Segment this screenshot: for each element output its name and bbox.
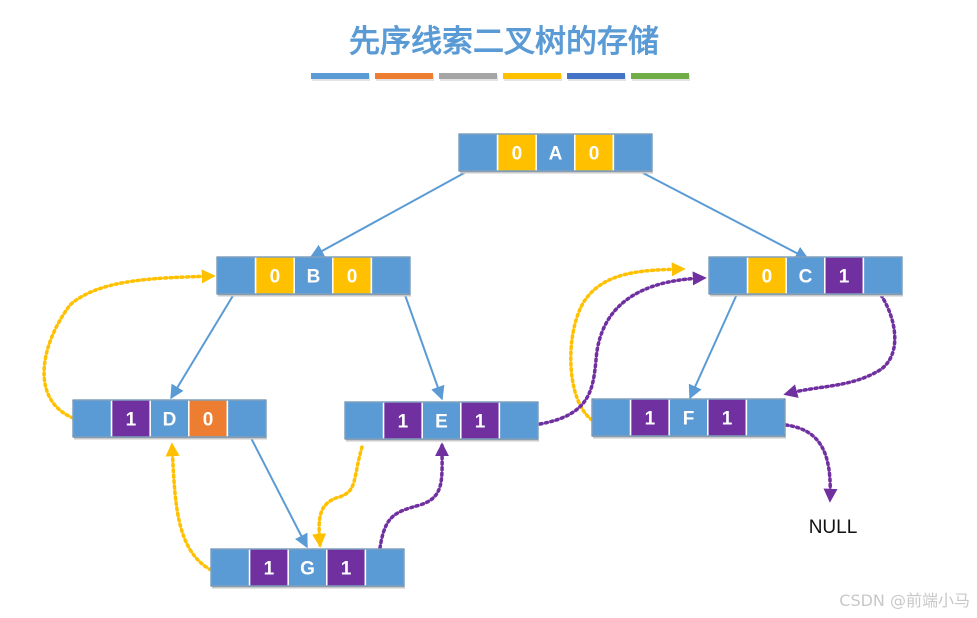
edge-d-g: [250, 437, 308, 549]
rtag-label: 0: [203, 410, 214, 431]
lchild-cell: [591, 398, 632, 437]
thread-arrows: [42, 262, 897, 572]
thread-d-b: [42, 269, 216, 420]
palette-swatch: [503, 73, 561, 79]
edge-c-f: [688, 293, 738, 400]
rchild-cell: [370, 256, 411, 295]
ltag-label: 1: [126, 410, 137, 431]
edge-b-d: [170, 293, 235, 400]
rchild-cell: [364, 548, 405, 587]
data-label: C: [799, 267, 813, 288]
node-outline: [72, 399, 267, 438]
lchild-cell: [458, 133, 499, 172]
node-outline: [210, 548, 405, 587]
rtag-cell: [326, 548, 367, 587]
rchild-cell: [862, 256, 903, 295]
ltag-label: 1: [645, 409, 656, 430]
palette-swatch: [631, 73, 689, 79]
tree-edges: [170, 171, 810, 549]
rtag-cell: [707, 398, 748, 437]
edge-a-c: [642, 172, 810, 260]
palette-swatch: [567, 73, 625, 79]
palette-swatch: [311, 73, 369, 79]
node-d: 1 D 0: [72, 399, 267, 440]
color-palette-bar: [311, 73, 690, 81]
thread-e-c: [538, 271, 707, 426]
node-outline: [591, 398, 786, 437]
thread-g-e: [378, 442, 450, 550]
ltag-label: 1: [264, 559, 275, 580]
thread-c-f: [783, 293, 897, 398]
data-label: D: [163, 410, 177, 431]
thread-g-d: [165, 442, 213, 572]
palette-swatch: [439, 73, 497, 79]
rtag-label: 0: [589, 144, 600, 165]
ltag-label: 0: [512, 144, 523, 165]
data-label: E: [435, 412, 448, 433]
thread-f-null: [784, 423, 838, 503]
data-label: F: [683, 409, 695, 430]
lchild-cell: [344, 401, 385, 440]
node-outline: [216, 256, 411, 295]
lchild-cell: [708, 256, 749, 295]
lchild-cell: [216, 256, 257, 295]
data-cell: [785, 256, 826, 295]
rtag-label: 1: [839, 267, 850, 288]
rtag-label: 1: [475, 412, 486, 433]
thread-f-c: [569, 262, 686, 422]
data-label: A: [549, 144, 563, 165]
lchild-cell: [210, 548, 251, 587]
rtag-label: 0: [347, 267, 358, 288]
node-outline: [344, 401, 539, 440]
node-f: 1 F 1: [591, 398, 786, 439]
rchild-cell: [612, 133, 653, 172]
node-c: 0 C 1: [708, 256, 903, 297]
data-label: G: [300, 559, 315, 580]
node-e: 1 E 1: [344, 401, 539, 442]
node-outline: [708, 256, 903, 295]
ltag-label: 0: [762, 267, 773, 288]
ltag-label: 1: [398, 412, 409, 433]
rtag-label: 1: [341, 559, 352, 580]
rchild-cell: [498, 401, 539, 440]
ltag-cell: [248, 548, 289, 587]
rtag-cell: [824, 256, 865, 295]
thread-e-g: [312, 445, 364, 548]
node-b: 0 B 0: [216, 256, 411, 297]
rtag-label: 1: [722, 409, 733, 430]
edge-b-e: [404, 294, 445, 401]
diagram-title: 先序线索二叉树的存储: [349, 24, 659, 60]
watermark: CSDN @前端小马: [839, 591, 970, 610]
node-g: 1 G 1: [210, 548, 405, 589]
palette-swatch: [375, 73, 433, 79]
ltag-label: 0: [270, 267, 281, 288]
node-a: 0 A 0: [458, 133, 653, 174]
edge-a-b: [309, 171, 467, 258]
node-outline: [458, 133, 653, 172]
rchild-cell: [745, 398, 786, 437]
data-label: B: [307, 267, 321, 288]
null-label: NULL: [809, 517, 858, 538]
rchild-cell: [226, 399, 267, 438]
lchild-cell: [72, 399, 113, 438]
